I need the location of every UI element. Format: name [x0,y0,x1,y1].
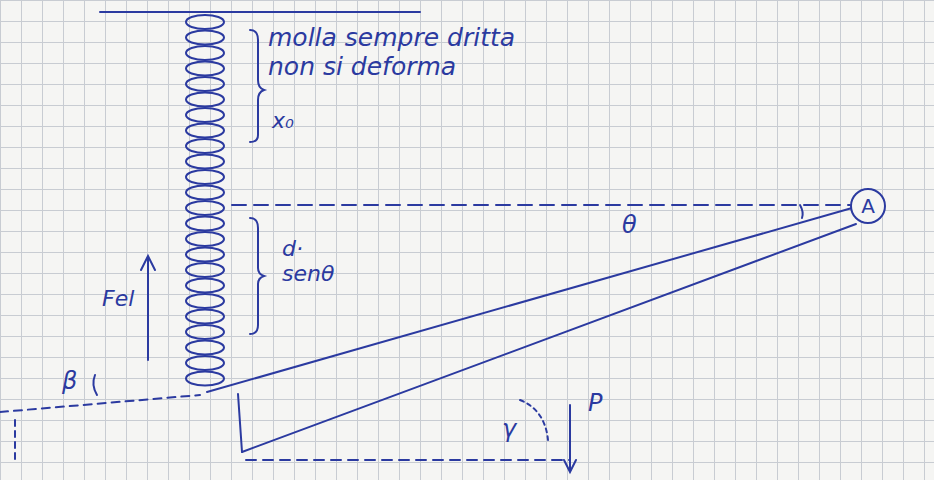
force-label: P [588,390,602,418]
reference-line [246,459,570,461]
spring-coil [186,170,224,184]
angle-arc [93,375,97,395]
spring-coil [186,108,224,122]
spring-coil [186,93,224,107]
weight-arrow [569,405,571,470]
spring-coil [186,310,224,324]
angle-arc [520,400,548,440]
angle-label: γ [502,416,516,444]
force-label: Fel [102,286,134,311]
spring-coil [186,232,224,246]
spring-coil [186,201,224,215]
spring-coil [186,139,224,153]
angle-label: β [62,368,77,396]
spring-symbol [186,15,224,386]
length-label: x₀ [272,108,294,133]
rod-edge [207,208,852,392]
spring-coil [186,62,224,76]
spring-coil [186,356,224,370]
point-circle: A [850,188,886,224]
reference-line [232,204,850,206]
spring-coil [186,15,224,29]
rod-edge [242,224,856,452]
force-arrow [147,258,149,360]
spring-coil [186,279,224,293]
angle-label: θ [622,212,637,240]
spring-coil [186,155,224,169]
spring-coil [186,372,224,386]
arrowhead [141,256,155,270]
brace [250,30,264,142]
brace [250,218,264,334]
note: molla sempre dritta non si deforma [268,24,558,82]
angle-arc [800,205,803,218]
spring-coil [186,124,224,138]
spring-coil [186,294,224,308]
point-label: A [861,194,875,218]
spring-coil [186,77,224,91]
spring-coil [186,31,224,45]
reference-line [0,395,200,412]
spring-coil [186,341,224,355]
length-label: d· senθ [282,236,354,287]
arrowhead [564,460,576,472]
spring-coil [186,217,224,231]
spring-coil [186,325,224,339]
rod-edge [238,394,242,452]
spring-coil [186,46,224,60]
spring-coil [186,186,224,200]
reference-line [14,420,16,462]
spring-coil [186,248,224,262]
ceiling-line [100,11,420,13]
spring-coil [186,263,224,277]
